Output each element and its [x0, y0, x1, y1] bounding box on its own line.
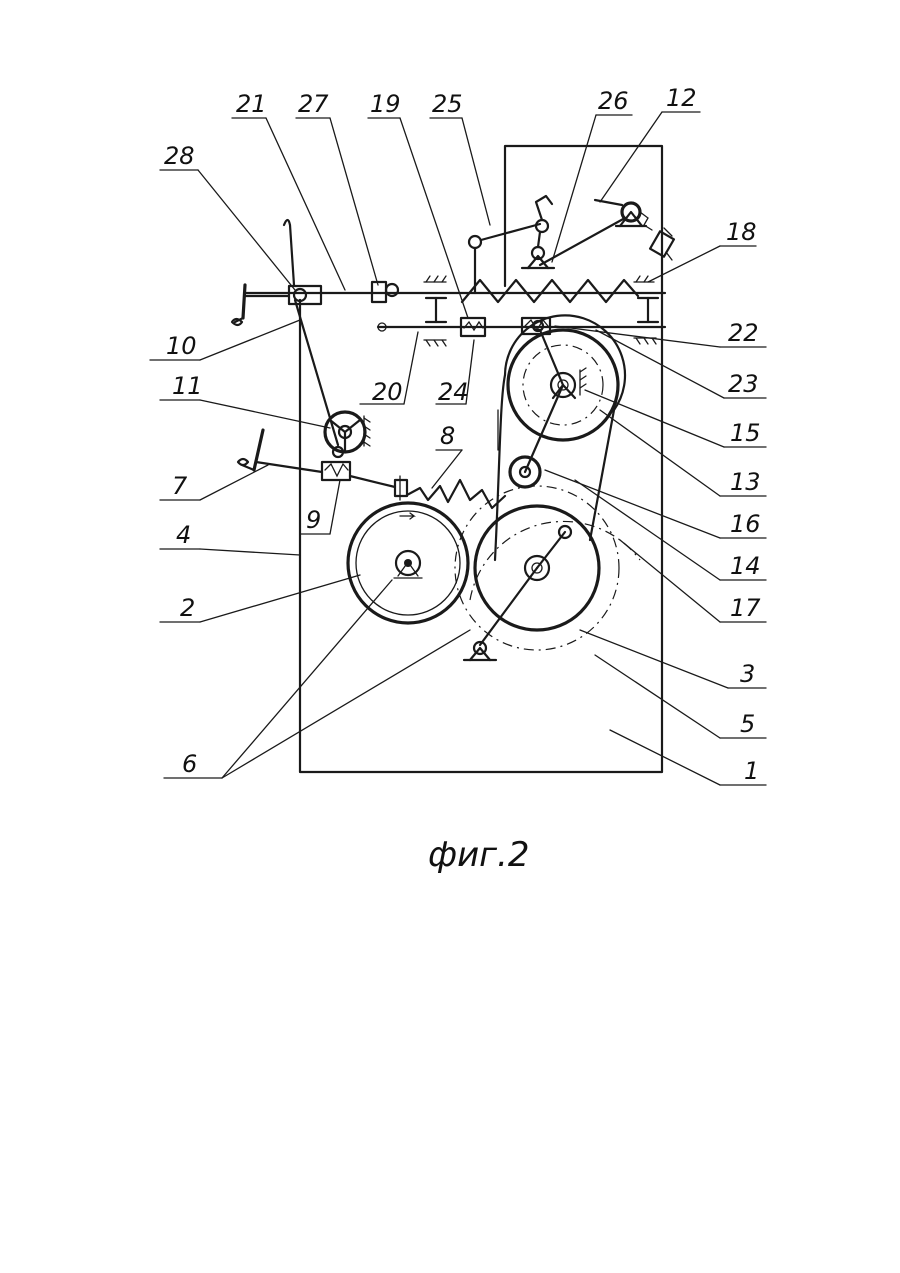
label-22: 22: [728, 319, 759, 347]
label-28: 28: [164, 142, 195, 170]
label-1: 1: [744, 757, 759, 785]
label-9: 9: [306, 506, 321, 534]
pulley-13: [508, 321, 618, 440]
label-5: 5: [740, 710, 755, 738]
label-16: 16: [730, 510, 761, 538]
left-clutch-assembly: [232, 220, 398, 445]
label-2: 2: [180, 594, 195, 622]
label-19: 19: [370, 90, 401, 118]
label-25: 25: [432, 90, 463, 118]
label-3: 3: [740, 660, 755, 688]
lower-shaft: [378, 318, 665, 346]
label-6: 6: [182, 750, 197, 778]
upper-levers: [469, 196, 674, 293]
label-26: 26: [598, 87, 629, 115]
gear-2: [348, 503, 468, 623]
part-labels: 28 21 27 19 25 26 12 18 10 22 20 24 23 1…: [164, 84, 761, 785]
label-23: 23: [728, 370, 759, 398]
label-14: 14: [730, 552, 761, 580]
idler-pulley: [470, 385, 640, 600]
label-13: 13: [730, 468, 761, 496]
label-27: 27: [298, 90, 329, 118]
label-21: 21: [236, 90, 267, 118]
label-18: 18: [726, 218, 757, 246]
cam-11: [325, 412, 370, 457]
label-10: 10: [166, 332, 197, 360]
label-11: 11: [172, 372, 203, 400]
label-8: 8: [440, 422, 455, 450]
label-17: 17: [730, 594, 761, 622]
figure-caption: фиг.2: [428, 835, 529, 875]
clutch-9-assembly: [238, 430, 407, 500]
label-20: 20: [372, 378, 403, 406]
label-7: 7: [172, 472, 188, 500]
label-4: 4: [176, 521, 191, 549]
label-15: 15: [730, 419, 761, 447]
label-12: 12: [666, 84, 697, 112]
label-24: 24: [438, 378, 469, 406]
leader-lines: [150, 112, 766, 785]
upper-spring: [462, 280, 638, 302]
